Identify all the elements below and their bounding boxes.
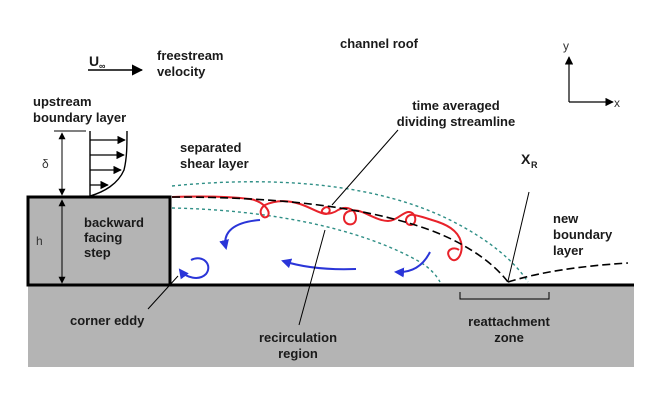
svg-text:X: X xyxy=(521,151,531,167)
corner-eddy-arrow xyxy=(178,257,210,280)
channel-roof-label: channel roof xyxy=(340,36,419,51)
delta-label: δ xyxy=(42,157,49,171)
u-infinity-label: U ∞ xyxy=(89,53,106,71)
recirculation-arrow-lower xyxy=(281,258,357,271)
shear-layer-vortices xyxy=(171,195,463,262)
recirculation-arrow-right xyxy=(394,251,431,278)
leader-corner-eddy xyxy=(147,275,179,310)
leader-dividing-streamline xyxy=(331,129,399,206)
coordinate-axes xyxy=(564,56,614,107)
svg-text:U: U xyxy=(89,53,99,69)
recirculation-arrow-upper-left xyxy=(219,219,261,250)
svg-text:∞: ∞ xyxy=(99,61,106,71)
step-block xyxy=(26,195,172,287)
xr-label: X R xyxy=(521,151,538,170)
leader-recirculation xyxy=(298,229,326,326)
leader-reattachment xyxy=(507,191,530,282)
svg-text:R: R xyxy=(531,160,538,170)
corner-eddy-label: corner eddy xyxy=(70,313,145,328)
y-axis-label: y xyxy=(563,39,569,53)
reattachment-zone-bracket xyxy=(459,292,550,300)
delta-dimension xyxy=(54,130,86,196)
mixing-layer-lower-edge xyxy=(171,207,441,283)
mixing-layer-upper-edge xyxy=(171,181,529,283)
x-axis-label: x xyxy=(614,96,620,110)
h-label: h xyxy=(36,234,43,248)
dividing-streamline xyxy=(171,196,509,283)
boundary-layer-profile xyxy=(89,130,128,197)
new-boundary-layer-curve xyxy=(507,262,629,283)
